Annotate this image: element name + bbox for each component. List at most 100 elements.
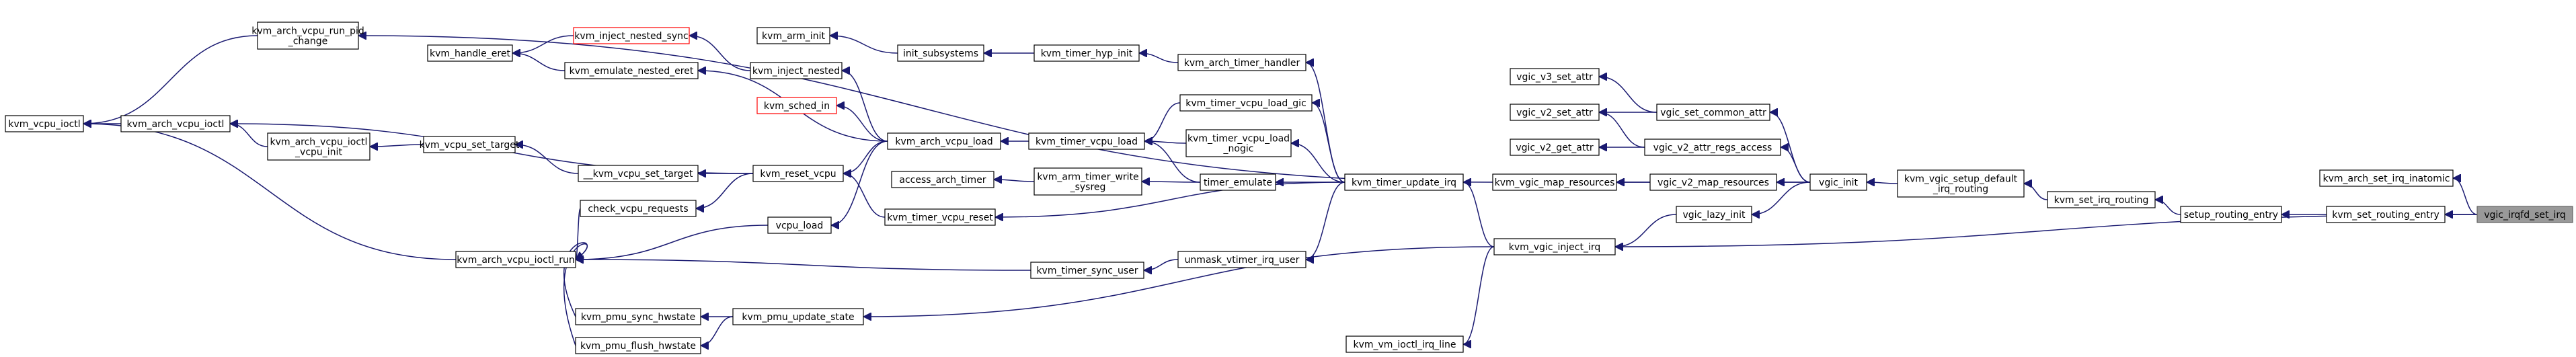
node-kvm-vcpu-ioctl[interactable]: kvm_vcpu_ioctl <box>5 115 84 132</box>
node-kvm-vm-ioctl-irq-line[interactable]: kvm_vm_ioctl_irq_line <box>1345 335 1464 353</box>
edge-kvm-reset-vcpu-to-check-vcpu-requests <box>696 173 754 208</box>
edge-kvm-arch-vcpu-load-to-vcpu-load <box>830 141 888 225</box>
node-kvm-arch-vcpu-ioctl-run[interactable]: kvm_arch_vcpu_ioctl_run <box>455 251 576 268</box>
edge-vgic-init-to-vgic-v2-attr-regs-access <box>1780 147 1811 183</box>
node-kvm-set-irq-routing[interactable]: kvm_set_irq_routing <box>2047 191 2156 208</box>
node-kvm-vgic-setup-default-irq-routing[interactable]: kvm_vgic_setup_default_irq_routing <box>1897 169 2025 198</box>
node-label-kvm-vgic-setup-default-irq-routing-line-2: _irq_routing <box>1933 184 1988 195</box>
node-kvm-timer-vcpu-load-nogic[interactable]: kvm_timer_vcpu_load_nogic <box>1185 129 1292 157</box>
node-box-vgic-irqfd-set-irq <box>2476 206 2573 223</box>
node-vgic-v2-attr-regs-access[interactable]: vgic_v2_attr_regs_access <box>1644 138 1781 156</box>
node-box-kvm-reset-vcpu <box>752 165 844 182</box>
node-vgic-irqfd-set-irq[interactable]: vgic_irqfd_set_irq <box>2476 206 2573 223</box>
node-kvm-timer-vcpu-reset[interactable]: kvm_timer_vcpu_reset <box>884 208 996 226</box>
node-check-vcpu-requests[interactable]: check_vcpu_requests <box>580 200 697 217</box>
node-box-kvm-sched-in <box>756 97 837 114</box>
node-kvm-reset-vcpu[interactable]: kvm_reset_vcpu <box>752 165 844 182</box>
node-label-kvm-pmu-sync-hwstate: kvm_pmu_sync_hwstate <box>581 312 695 323</box>
node-setup-routing-entry[interactable]: setup_routing_entry <box>2180 206 2282 223</box>
node-box-kvm-arch-vcpu-ioctl <box>120 115 231 132</box>
edge-kvm-timer-update-irq-to-kvm-arch-timer-handler <box>1305 63 1345 183</box>
node-kvm-timer-hyp-init[interactable]: kvm_timer_hyp_init <box>1033 44 1140 62</box>
edge-vcpu-load-to-kvm-arch-vcpu-ioctl-run <box>576 225 769 260</box>
node-kvm-inject-nested-sync[interactable]: kvm_inject_nested_sync <box>573 27 690 44</box>
node-kvm-timer-vcpu-load-gic[interactable]: kvm_timer_vcpu_load_gic <box>1179 94 1313 112</box>
node-box-unmask-vtimer-irq-user <box>1177 251 1306 268</box>
node-box-kvm-arch-vcpu-ioctl-run <box>455 251 576 268</box>
node-vcpu-load[interactable]: vcpu_load <box>767 216 832 234</box>
node-kvm-arch-set-irq-inatomic[interactable]: kvm_arch_set_irq_inatomic <box>2319 169 2454 187</box>
node-box-kvm-arch-set-irq-inatomic <box>2319 169 2454 187</box>
node-kvm-arm-timer-write-sysreg[interactable]: kvm_arm_timer_write_sysreg <box>1033 167 1142 196</box>
node-box-vgic-v2-get-attr <box>1510 138 1600 156</box>
node-vgic-lazy-init[interactable]: vgic_lazy_init <box>1676 206 1752 223</box>
node-kvm-pmu-flush-hwstate[interactable]: kvm_pmu_flush_hwstate <box>575 337 701 354</box>
node-init-subsystems[interactable]: init_subsystems <box>897 44 984 62</box>
node-label-kvm-arch-vcpu-run-pid-change-line-1: kvm_arch_vcpu_run_pid <box>251 26 364 37</box>
node-box-kvm-vm-ioctl-irq-line <box>1345 335 1464 353</box>
node-kvm-arch-vcpu-ioctl[interactable]: kvm_arch_vcpu_ioctl <box>120 115 231 132</box>
node-vgic-v3-set-attr[interactable]: vgic_v3_set_attr <box>1510 68 1600 85</box>
node-kvm-set-routing-entry[interactable]: kvm_set_routing_entry <box>2326 206 2446 223</box>
node-label-kvm-vcpu-set-target: kvm_vcpu_set_target <box>420 140 520 151</box>
edge-kvm-arm-timer-write-sysreg-to-access-arch-timer <box>994 180 1035 182</box>
node-kvm-sched-in[interactable]: kvm_sched_in <box>756 97 837 114</box>
node-label-kvm-timer-vcpu-reset: kvm_timer_vcpu_reset <box>887 212 993 223</box>
node-box-init-subsystems <box>897 44 984 62</box>
node-kvm-inject-nested[interactable]: kvm_inject_nested <box>750 62 843 79</box>
node-kvm-pmu-update-state[interactable]: kvm_pmu_update_state <box>732 308 864 325</box>
node-box-kvm-pmu-flush-hwstate <box>575 337 701 354</box>
node-vgic-v2-set-attr[interactable]: vgic_v2_set_attr <box>1510 104 1600 121</box>
node-label-kvm-inject-nested-sync: kvm_inject_nested_sync <box>574 31 688 42</box>
node-label-kvm-vgic-inject-irq: kvm_vgic_inject_irq <box>1509 242 1601 253</box>
node-label-check-vcpu-requests: check_vcpu_requests <box>588 204 688 214</box>
node-vgic-v2-get-attr[interactable]: vgic_v2_get_attr <box>1510 138 1600 156</box>
node-kvm-arch-vcpu-load[interactable]: kvm_arch_vcpu_load <box>887 132 1001 150</box>
edge-kvm-vgic-inject-irq-to-kvm-pmu-update-state <box>863 246 1495 317</box>
node-box-kvm-inject-nested-sync <box>573 27 690 44</box>
node-label-kvm-arm-init: kvm_arm_init <box>762 31 825 42</box>
nodes-layer: kvm_vcpu_ioctl kvm_arch_vcpu_run_pid_chan… <box>5 22 2573 354</box>
node-vgic-v2-map-resources[interactable]: vgic_v2_map_resources <box>1649 173 1777 191</box>
node-kvm-arm-init[interactable]: kvm_arm_init <box>756 27 830 44</box>
node-kvm-arch-vcpu-ioctl-vcpu-init[interactable]: kvm_arch_vcpu_ioctl_vcpu_init <box>267 132 370 161</box>
node-label-kvm-vm-ioctl-irq-line: kvm_vm_ioctl_irq_line <box>1353 340 1456 350</box>
node-box-kvm-timer-vcpu-reset <box>884 208 996 226</box>
node-kvm-timer-vcpu-load[interactable]: kvm_timer_vcpu_load <box>1028 132 1145 150</box>
edge-unmask-vtimer-irq-user-to-kvm-timer-sync-user <box>1144 259 1179 270</box>
edges-layer <box>83 36 2478 346</box>
node-vgic-init[interactable]: vgic_init <box>1809 173 1867 191</box>
node-label-vgic-v2-set-attr: vgic_v2_set_attr <box>1516 108 1593 118</box>
node-unmask-vtimer-irq-user[interactable]: unmask_vtimer_irq_user <box>1177 251 1306 268</box>
node-label-kvm-sched-in: kvm_sched_in <box>764 101 830 112</box>
edge-kvm-vcpu-set-target-to-kvm-vcpu-set-target <box>515 145 579 174</box>
node-box-kvm-timer-vcpu-load-gic <box>1179 94 1313 112</box>
node-kvm-emulate-nested-eret[interactable]: kvm_emulate_nested_eret <box>564 62 699 79</box>
edge-vgic-v2-attr-regs-access-to-vgic-v2-set-attr <box>1599 112 1645 148</box>
node-kvm-handle-eret[interactable]: kvm_handle_eret <box>427 44 513 62</box>
node-label-kvm-pmu-flush-hwstate: kvm_pmu_flush_hwstate <box>580 341 696 352</box>
node-box-kvm-timer-sync-user <box>1030 262 1144 279</box>
edge-kvm-timer-sync-user-to-kvm-arch-vcpu-ioctl-run <box>576 260 1031 271</box>
edge-kvm-vgic-inject-irq-to-kvm-vm-ioctl-irq-line <box>1462 246 1495 344</box>
node-label-vgic-irqfd-set-irq: vgic_irqfd_set_irq <box>2484 210 2566 221</box>
node-kvm-pmu-sync-hwstate[interactable]: kvm_pmu_sync_hwstate <box>575 308 701 325</box>
node-box-kvm-emulate-nested-eret <box>564 62 699 79</box>
node-kvm-timer-sync-user[interactable]: kvm_timer_sync_user <box>1030 262 1144 279</box>
node-kvm-vgic-inject-irq[interactable]: kvm_vgic_inject_irq <box>1493 238 1616 255</box>
node-kvm-vcpu-set-target[interactable]: kvm_vcpu_set_target <box>420 136 520 153</box>
node-label-kvm-timer-update-irq: kvm_timer_update_irq <box>1352 177 1456 188</box>
node-kvm-arch-timer-handler[interactable]: kvm_arch_timer_handler <box>1177 54 1306 71</box>
node-box-kvm-vcpu-set-target <box>423 136 516 153</box>
node-box-setup-routing-entry <box>2180 206 2282 223</box>
node-access-arch-timer[interactable]: access_arch_timer <box>891 171 994 188</box>
node-kvm-vgic-map-resources[interactable]: kvm_vgic_map_resources <box>1492 173 1617 191</box>
node-kvm-arch-vcpu-run-pid-change[interactable]: kvm_arch_vcpu_run_pid_change <box>251 22 364 50</box>
node-timer-emulate[interactable]: timer_emulate <box>1200 173 1276 191</box>
node-kvm-vcpu-set-target[interactable]: __kvm_vcpu_set_target <box>578 165 699 182</box>
node-kvm-timer-update-irq[interactable]: kvm_timer_update_irq <box>1344 173 1464 191</box>
node-box-check-vcpu-requests <box>580 200 697 217</box>
node-label-unmask-vtimer-irq-user: unmask_vtimer_irq_user <box>1185 255 1300 266</box>
node-vgic-set-common-attr[interactable]: vgic_set_common_attr <box>1656 104 1770 121</box>
node-label-kvm-inject-nested: kvm_inject_nested <box>752 66 840 77</box>
